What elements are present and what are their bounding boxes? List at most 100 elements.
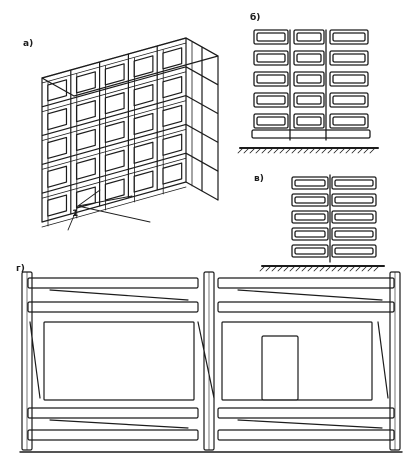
block-opening bbox=[334, 196, 374, 204]
door-opening bbox=[261, 335, 299, 401]
wall-block bbox=[293, 29, 325, 45]
block-opening bbox=[296, 32, 322, 42]
ground-hatch bbox=[325, 265, 332, 272]
frame-opening bbox=[162, 104, 183, 128]
block-opening bbox=[294, 196, 326, 204]
ground-hatch bbox=[369, 147, 376, 154]
ground-hatch bbox=[277, 265, 284, 272]
brace bbox=[237, 419, 383, 429]
wall-panel-left bbox=[43, 321, 195, 401]
ground-hatch bbox=[271, 265, 278, 272]
wall-block bbox=[253, 92, 289, 108]
ground-hatch bbox=[309, 147, 316, 154]
wall-block bbox=[291, 193, 329, 207]
ground-hatch bbox=[237, 147, 244, 154]
wall-block bbox=[291, 227, 329, 241]
ground-hatch bbox=[349, 265, 356, 272]
frame-opening bbox=[104, 92, 125, 115]
side-brace bbox=[29, 321, 41, 399]
ground-hatch bbox=[313, 265, 320, 272]
ground-hatch bbox=[283, 265, 290, 272]
wall-block bbox=[329, 50, 369, 66]
ground-hatch bbox=[261, 147, 268, 154]
isometric-frame-drawing bbox=[41, 37, 219, 228]
frame-beam bbox=[41, 123, 187, 165]
frame-opening bbox=[47, 79, 68, 102]
slab-top-right bbox=[217, 277, 395, 289]
block-opening bbox=[296, 53, 322, 63]
block-opening bbox=[332, 95, 366, 105]
frame-opening bbox=[104, 120, 125, 144]
ground-hatch bbox=[343, 265, 350, 272]
frame-opening bbox=[162, 133, 183, 156]
block-opening bbox=[296, 74, 322, 84]
ground-hatch bbox=[279, 147, 286, 154]
wall-panel-right bbox=[221, 321, 373, 401]
ground-hatch bbox=[259, 265, 266, 272]
ground-hatch bbox=[273, 147, 280, 154]
panel-v-label: в) bbox=[254, 174, 264, 184]
brace bbox=[237, 289, 383, 301]
frame-opening bbox=[75, 71, 96, 94]
ground-hatch bbox=[297, 147, 304, 154]
frame-beam bbox=[41, 37, 187, 79]
ground-hatch bbox=[319, 265, 326, 272]
block-opening bbox=[334, 179, 374, 187]
elevation-short-drawing bbox=[259, 174, 385, 272]
ground-hatch bbox=[361, 265, 368, 272]
block-opening bbox=[294, 247, 326, 255]
ground-hatch bbox=[357, 147, 364, 154]
wall-block bbox=[329, 71, 369, 87]
ground-hatch bbox=[289, 265, 296, 272]
wall-block bbox=[329, 92, 369, 108]
wall-block bbox=[331, 210, 377, 224]
wall-block bbox=[291, 210, 329, 224]
ground-hatch bbox=[285, 147, 292, 154]
frame-opening bbox=[47, 108, 68, 131]
frame-opening bbox=[133, 112, 154, 136]
wall-block bbox=[293, 92, 325, 108]
ground-hatch bbox=[337, 265, 344, 272]
frame-beam-edge bbox=[41, 157, 187, 199]
block-opening bbox=[332, 74, 366, 84]
ground-hatch bbox=[333, 147, 340, 154]
panel-g-label: г) bbox=[16, 264, 25, 274]
block-opening bbox=[294, 213, 326, 221]
frame-opening bbox=[75, 128, 96, 152]
ground-hatch bbox=[331, 265, 338, 272]
wall-block bbox=[293, 71, 325, 87]
block-opening bbox=[296, 116, 322, 126]
wall-block bbox=[293, 113, 325, 129]
ground-hatch bbox=[315, 147, 322, 154]
slab-upper-left bbox=[27, 301, 199, 313]
elevation-tall-drawing bbox=[237, 29, 379, 154]
frame-beam bbox=[41, 66, 187, 108]
ground-hatch bbox=[367, 265, 374, 272]
frame-opening bbox=[133, 55, 154, 78]
side-brace bbox=[377, 321, 389, 399]
ground-hatch bbox=[363, 147, 370, 154]
wall-block bbox=[291, 176, 329, 190]
block-opening bbox=[294, 230, 326, 238]
wall-block bbox=[253, 29, 289, 45]
side-brace bbox=[197, 321, 215, 399]
ground-hatch bbox=[255, 147, 262, 154]
slab-top-left bbox=[27, 277, 199, 289]
wall-block bbox=[253, 113, 289, 129]
frame-opening bbox=[47, 194, 68, 217]
frame-opening bbox=[133, 84, 154, 107]
frame-opening bbox=[104, 149, 125, 172]
ground-hatch bbox=[267, 147, 274, 154]
wall-block bbox=[293, 50, 325, 66]
ground-hatch bbox=[321, 147, 328, 154]
wall-block bbox=[331, 193, 377, 207]
frame-beam-edge bbox=[41, 42, 187, 84]
block-opening bbox=[332, 32, 366, 42]
ground-hatch bbox=[303, 147, 310, 154]
base-slab bbox=[251, 129, 371, 139]
block-opening bbox=[334, 213, 374, 221]
slab-upper-right bbox=[217, 301, 395, 313]
frame-opening bbox=[75, 157, 96, 180]
brace bbox=[49, 419, 189, 429]
